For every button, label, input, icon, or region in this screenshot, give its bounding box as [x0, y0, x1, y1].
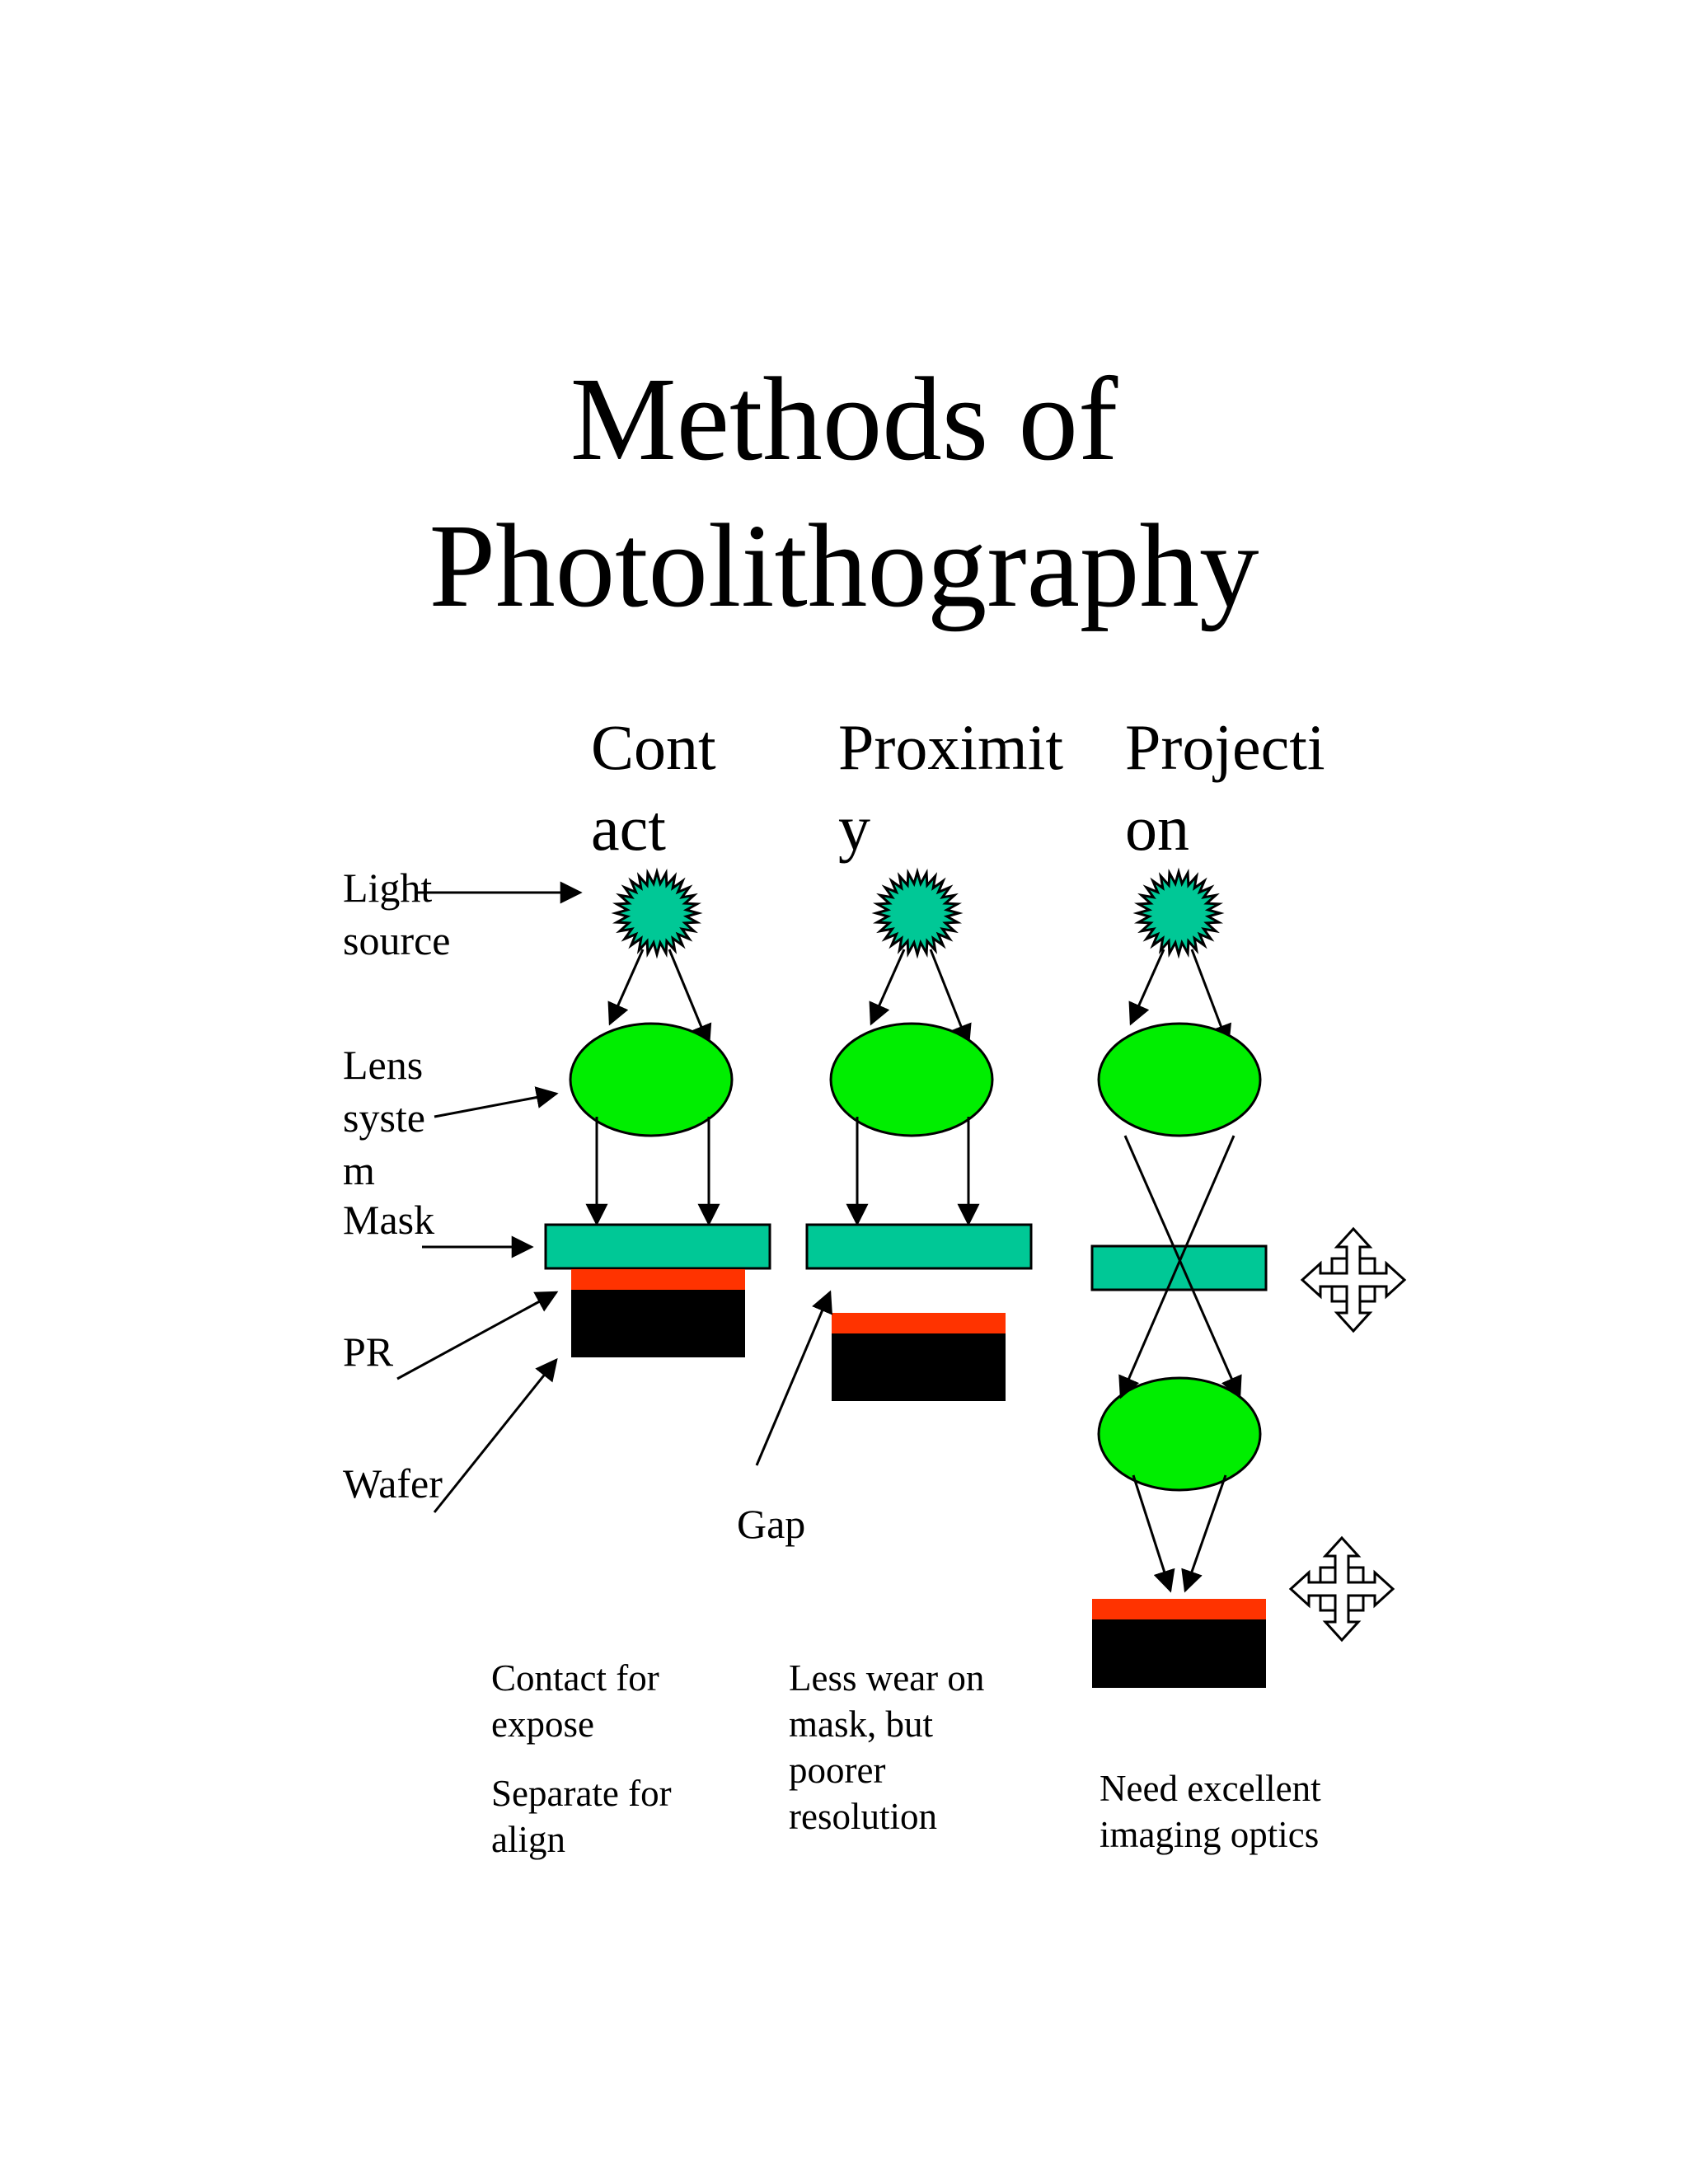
label-light-source: Light source [343, 865, 451, 963]
note-projection: Need excellent imaging optics [1100, 1768, 1321, 1855]
lens-upper [1097, 1022, 1262, 1137]
wafer [571, 1290, 745, 1357]
note-contact: Contact for expose Separate for align [491, 1657, 672, 1860]
proximity-setup [805, 949, 1033, 1401]
title-line-2: Photolithography [429, 500, 1259, 632]
wafer [1092, 1619, 1266, 1688]
mask [544, 1223, 771, 1270]
label-lens-system: Lens syste m [343, 1042, 425, 1193]
photoresist [1092, 1599, 1266, 1619]
lens [569, 1022, 734, 1137]
move-arrows-icon [1300, 1226, 1407, 1333]
contact-setup [544, 949, 771, 1357]
mask [1090, 1244, 1268, 1291]
page-title: Methods of Photolithography [0, 346, 1688, 640]
lens-lower [1097, 1376, 1262, 1492]
label-gap: Gap [737, 1501, 806, 1547]
note-proximity: Less wear on mask, but poorer resolution [789, 1657, 985, 1837]
column-heading-projection: Projecti on [1125, 711, 1325, 864]
light-source-starburst-icon [1132, 867, 1225, 959]
photoresist [832, 1313, 1006, 1333]
label-pointer-arrows [396, 881, 832, 1513]
title-line-1: Methods of [570, 354, 1118, 485]
projection-setup [1090, 949, 1268, 1688]
photoresist [571, 1269, 745, 1290]
move-arrows-icon [1288, 1535, 1395, 1643]
mask [805, 1223, 1033, 1270]
column-heading-contact: Cont act [591, 711, 716, 864]
label-pr: PR [343, 1329, 394, 1375]
lens [829, 1022, 994, 1137]
light-source-starburst-icon [871, 867, 964, 959]
column-heading-proximity: Proximit y [838, 711, 1064, 864]
light-source-starburst-icon [611, 867, 703, 959]
label-wafer: Wafer [343, 1460, 443, 1507]
wafer [832, 1333, 1006, 1401]
label-mask: Mask [343, 1197, 435, 1243]
